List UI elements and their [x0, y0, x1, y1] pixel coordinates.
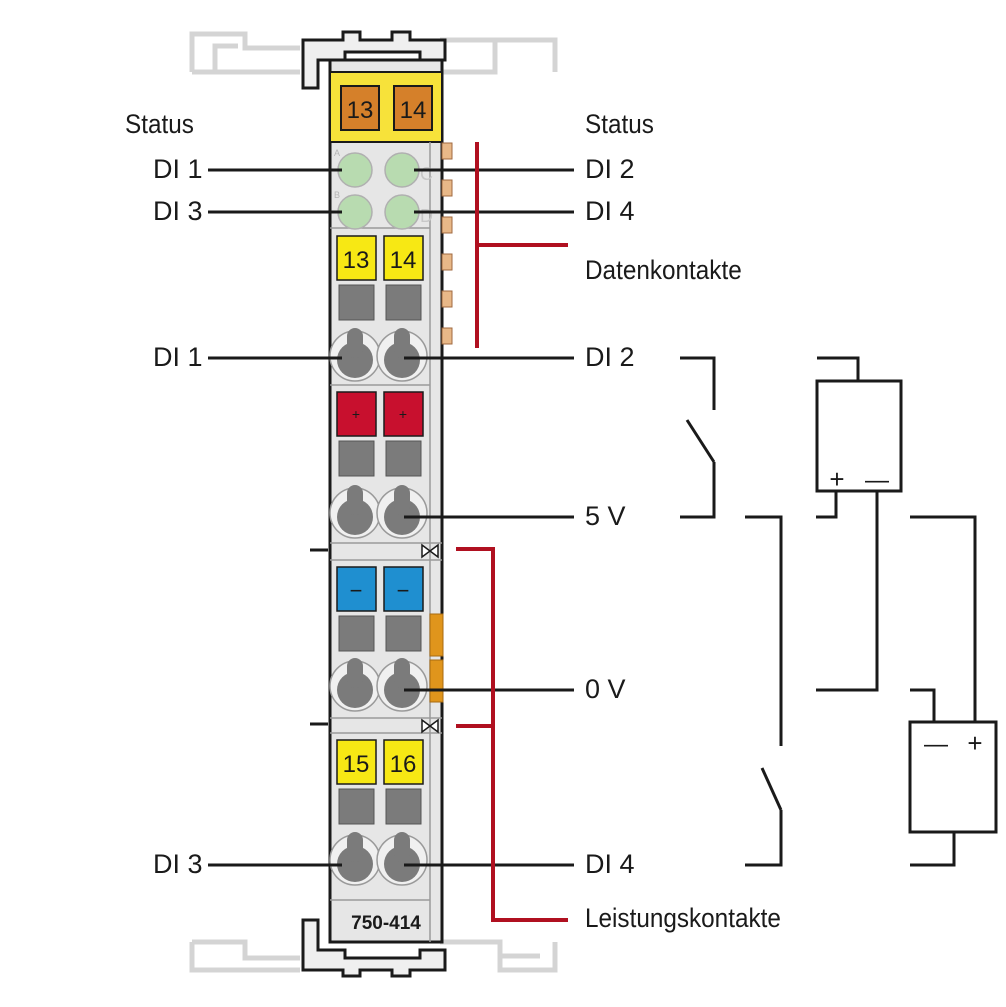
status-leds: A C B D: [334, 148, 433, 230]
source-lower-minus: —: [924, 731, 948, 758]
label-di2-terminal: DI 2: [585, 342, 635, 372]
ghost-module-outlines: [189, 31, 558, 973]
label-leistungskontakte: Leistungskontakte: [585, 903, 781, 933]
led-letter-c: C: [420, 164, 433, 184]
label-di2-led: DI 2: [585, 154, 635, 184]
marker-16: 16: [390, 751, 417, 778]
contact-brackets: [456, 142, 568, 922]
led-di2: [384, 152, 420, 188]
clamp-row-2: [329, 485, 428, 539]
source-polarity: + — — +: [829, 464, 982, 758]
label-di4-led: DI 4: [585, 196, 635, 226]
bowtie-symbols: [421, 543, 439, 734]
marker-14: 14: [390, 247, 417, 274]
marker-15: 15: [343, 751, 370, 778]
led-di4: [384, 194, 420, 230]
marker-minus-left: −: [350, 578, 363, 603]
source-upper: [815, 379, 903, 493]
external-circuit: [680, 356, 998, 867]
part-number: 750-414: [351, 913, 421, 934]
label-di4-terminal: DI 4: [585, 849, 635, 879]
top-marker-group: 13 14: [340, 85, 433, 131]
terminal-row-4: 15 16: [336, 739, 424, 825]
source-lower: [908, 720, 998, 834]
clamp-points: [329, 328, 428, 886]
clamp-row-3: [329, 658, 428, 712]
label-di1-led: DI 1: [153, 154, 203, 184]
top-marker-14: 14: [400, 97, 427, 124]
label-datenkontakte: Datenkontakte: [585, 255, 742, 285]
label-5v: 5 V: [585, 501, 626, 531]
marker-plus-left: +: [352, 406, 360, 422]
terminal-row-1: 13 14: [336, 235, 424, 321]
top-marker-13: 13: [347, 97, 374, 124]
label-di3-led: DI 3: [153, 196, 203, 226]
led-letter-d: D: [420, 206, 433, 226]
status-label-left: Status: [125, 109, 194, 139]
left-stubs: [310, 548, 328, 726]
source-upper-minus: —: [865, 467, 889, 494]
terminal-row-2: + +: [336, 391, 424, 477]
label-di1-terminal: DI 1: [153, 342, 203, 372]
label-di3-terminal: DI 3: [153, 849, 203, 879]
led-di3: [337, 194, 373, 230]
clamp-row-1: [329, 328, 428, 382]
led-letter-a: A: [334, 148, 340, 158]
label-0v: 0 V: [585, 674, 626, 704]
status-label-right: Status: [585, 109, 654, 139]
data-contacts: [441, 142, 453, 345]
marker-minus-right: −: [397, 578, 410, 603]
clamp-row-4: [329, 832, 428, 886]
marker-13: 13: [343, 247, 370, 274]
din-rail-clips: [301, 30, 447, 978]
source-upper-plus: +: [829, 464, 844, 494]
led-letter-b: B: [334, 190, 340, 200]
source-lower-plus: +: [967, 728, 982, 758]
leader-lines: [208, 168, 574, 867]
terminal-row-3: − −: [336, 566, 424, 652]
led-di1: [337, 152, 373, 188]
switch-di4: [745, 515, 783, 746]
marker-plus-right: +: [399, 406, 407, 422]
switch-di2: [680, 356, 716, 410]
